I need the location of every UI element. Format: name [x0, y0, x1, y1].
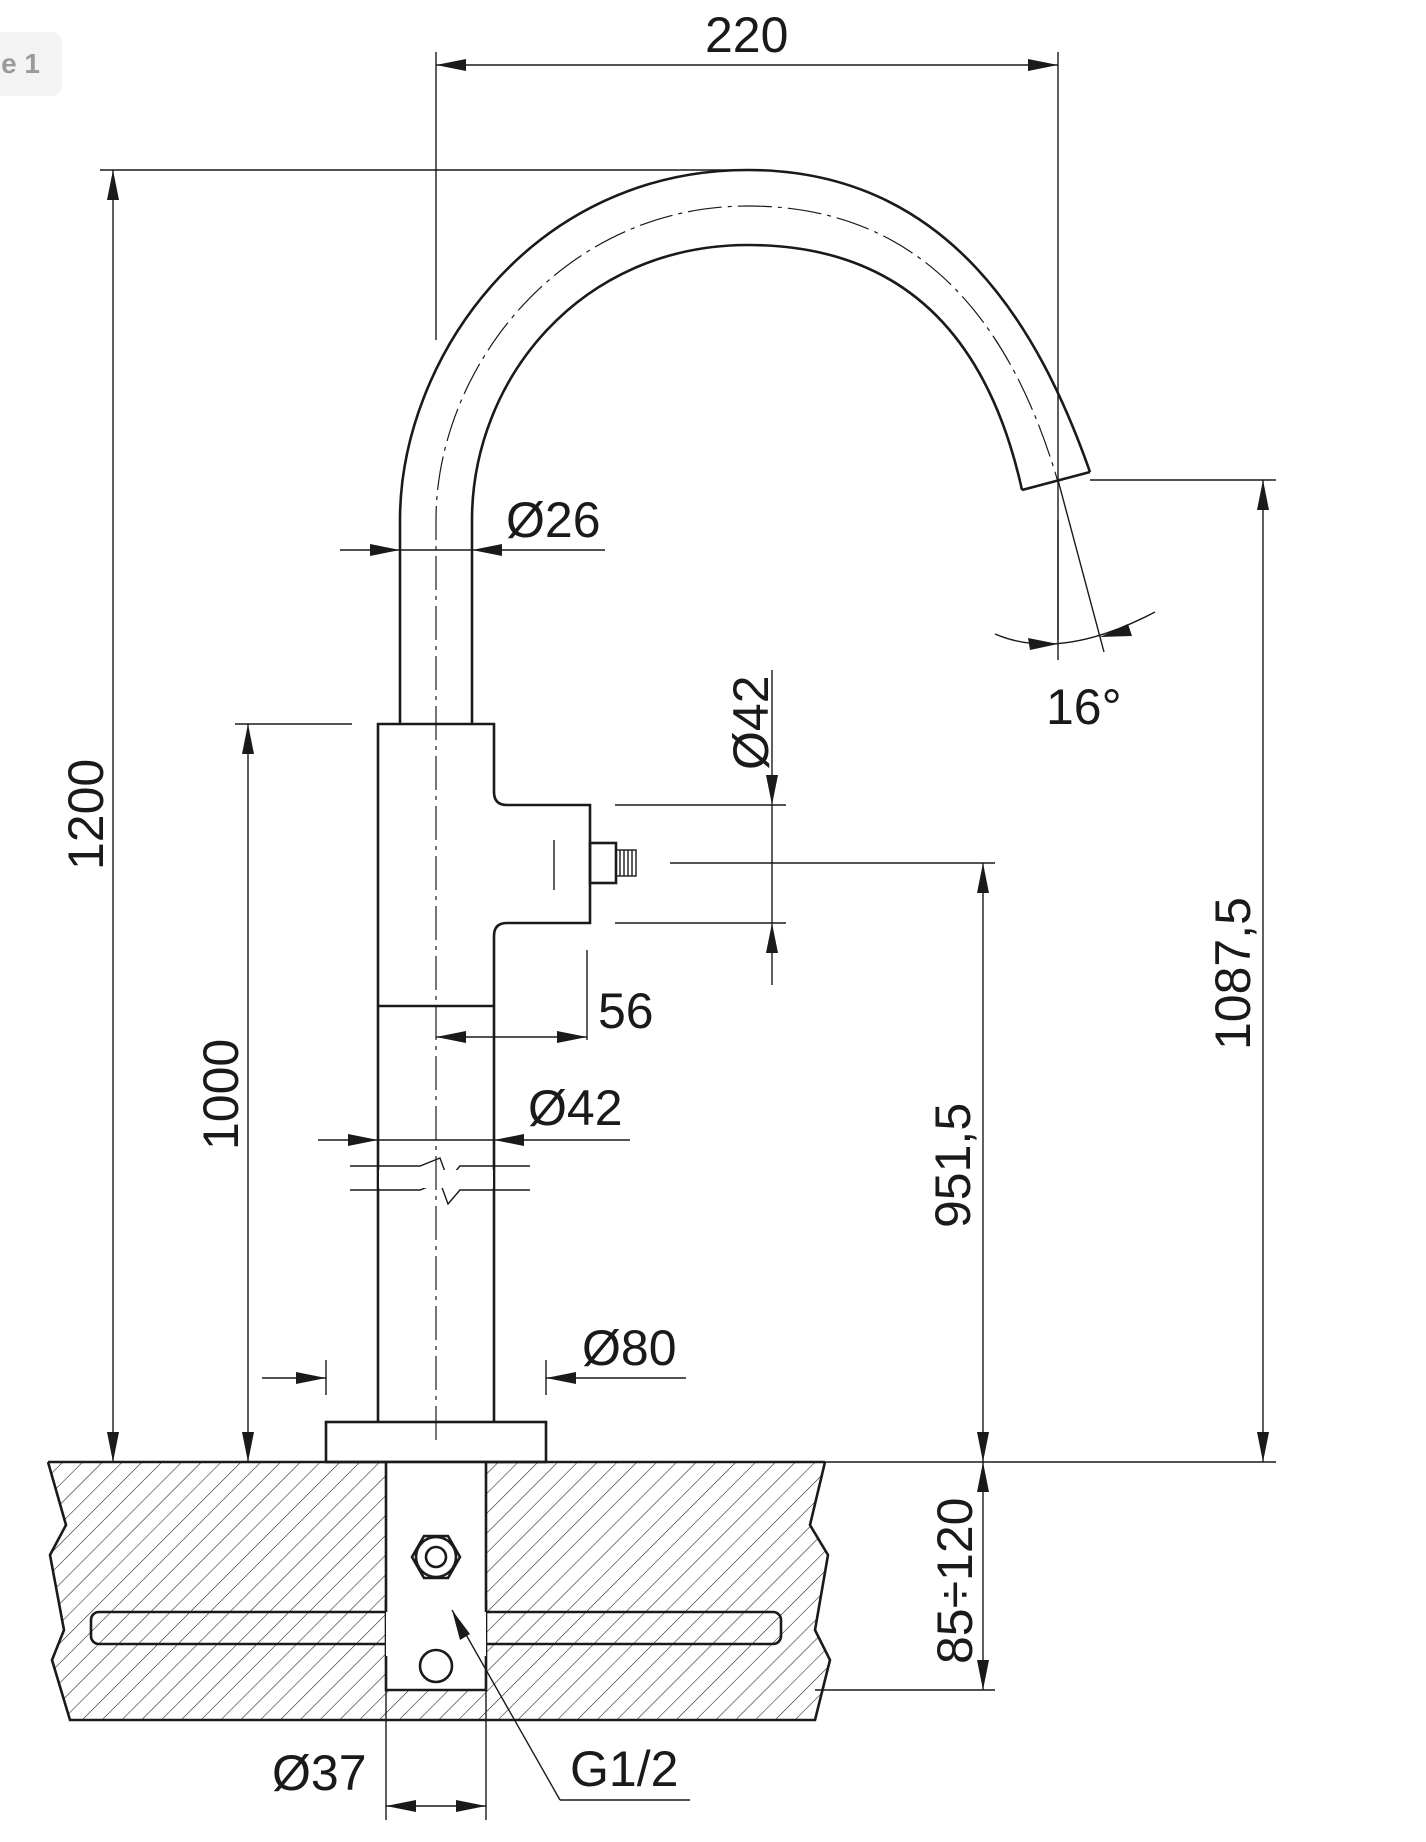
- dim-counter-thickness: 85÷120: [927, 1498, 983, 1664]
- dim-handle-offset: 56: [598, 983, 654, 1039]
- dim-handle-diameter: Ø42: [723, 675, 779, 770]
- nut-icon: [410, 1534, 462, 1580]
- dim-total-height: 1200: [58, 759, 114, 870]
- dim-body-diameter: Ø42: [528, 1080, 623, 1136]
- dim-shank-diameter: Ø37: [272, 1745, 367, 1801]
- dim-outlet-height: 1087,5: [1205, 897, 1261, 1050]
- page-indicator[interactable]: e 1: [0, 32, 62, 96]
- dim-spout-reach: 220: [705, 7, 788, 63]
- dim-body-height: 1000: [193, 1039, 249, 1150]
- faucet-body: [324, 168, 1092, 1464]
- dim-base-diameter: Ø80: [582, 1320, 677, 1376]
- dim-connection-thread: G1/2: [570, 1741, 678, 1797]
- dimension-labels: 220 1200 Ø26 16° 1087,5 Ø42 1000 56 Ø42 …: [58, 7, 1261, 1801]
- dim-handle-height: 951,5: [925, 1103, 981, 1228]
- dimension-lines: [100, 52, 1276, 1820]
- countertop-section: [46, 1460, 832, 1722]
- dim-spout-angle: 16°: [1046, 679, 1122, 735]
- dim-spout-diameter: Ø26: [506, 492, 601, 548]
